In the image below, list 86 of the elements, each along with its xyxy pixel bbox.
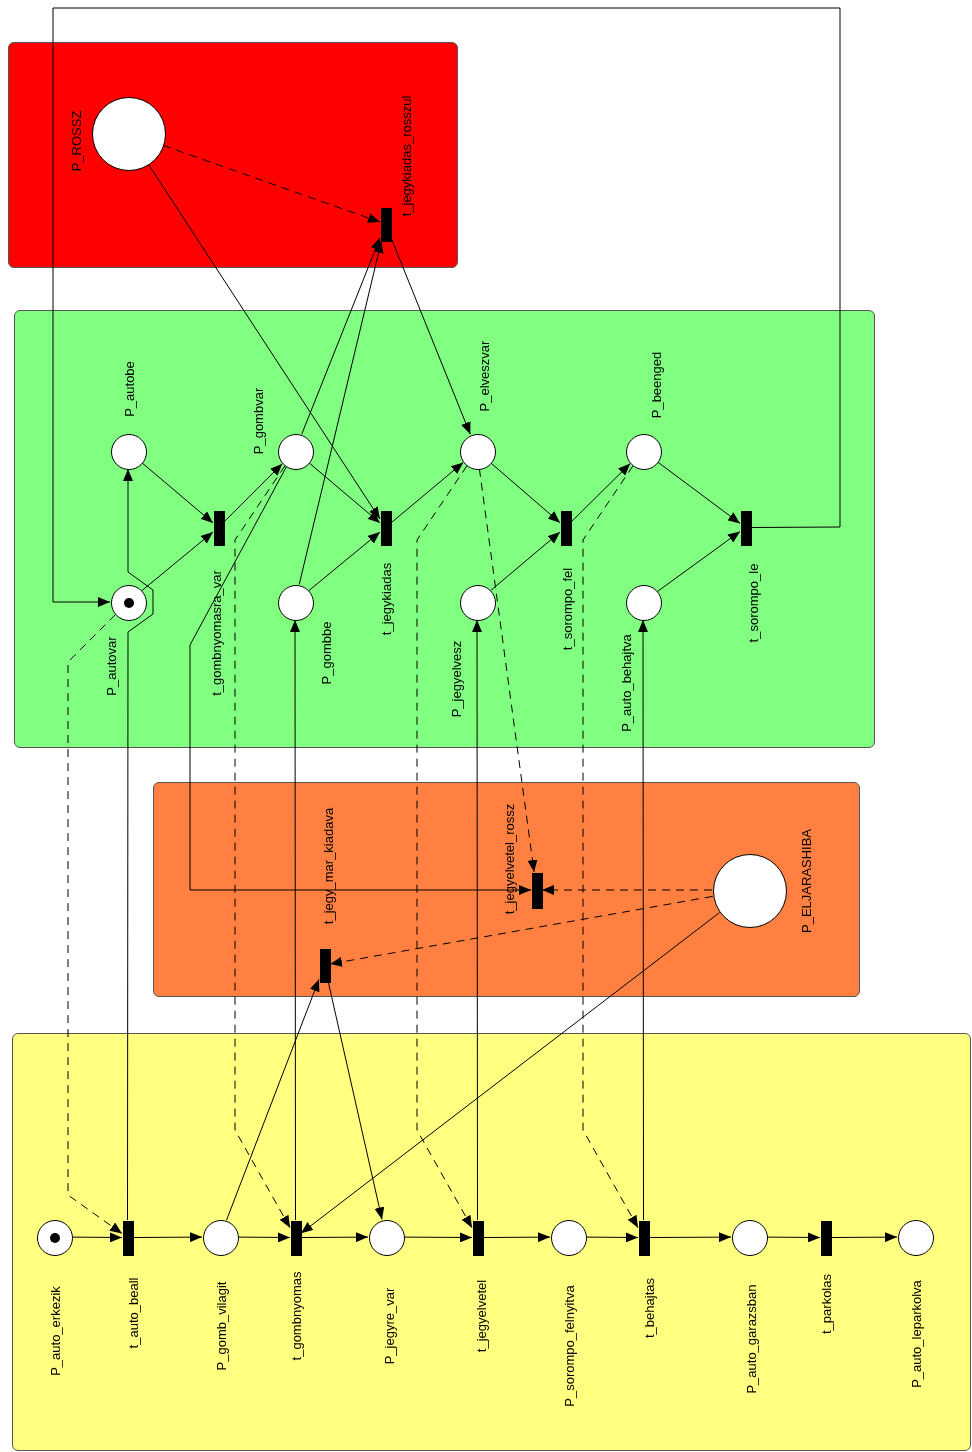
transition-label: t_gombnyomasra_var (209, 570, 223, 696)
arc-arrow (298, 240, 384, 585)
place-label: P_auto_erkezik (48, 1286, 62, 1376)
transition-label: t_auto_beall (126, 1277, 140, 1349)
transition-label: t_jegykiadas (379, 562, 393, 636)
place-label: P_ELJARASHIBA (799, 829, 813, 933)
place-label: P_gombbe (319, 621, 333, 685)
arc-arrow (123, 468, 154, 1221)
arc-arrow (300, 912, 721, 1234)
arc-arrow (657, 531, 741, 592)
arc-arrow (308, 462, 381, 524)
arc-arrow (141, 462, 214, 524)
arc-arrow (327, 981, 385, 1220)
arc-arrow (472, 619, 482, 1221)
place-label: P_auto_behajtva (619, 634, 633, 732)
group-panel (153, 782, 860, 997)
transition-bar (741, 511, 752, 546)
arc-arrow (308, 531, 381, 592)
place-label: P_elveszvar (477, 340, 491, 412)
arc-arrow (482, 1232, 551, 1243)
arc-arrow (290, 619, 300, 1221)
arc-arrow (162, 144, 381, 223)
transition-bar (821, 1221, 832, 1256)
arc-arrow (541, 885, 713, 895)
arc-arrow (52, 7, 841, 607)
arc-arrow (490, 531, 561, 591)
place-label: P_ROSSZ (69, 110, 83, 172)
group-panel (8, 42, 458, 268)
transition-bar (320, 949, 331, 983)
group-panel (14, 310, 875, 748)
place-label: P_gombvar (251, 387, 265, 455)
arc-arrow (234, 465, 291, 1229)
transition-label: t_behajtas (642, 1278, 656, 1338)
transition-label: t_jegyelvetel_rossz (502, 803, 516, 915)
arc-arrow (67, 614, 123, 1235)
arc-arrow (226, 978, 320, 1221)
place-label: P_auto_garazsban (744, 1284, 758, 1394)
arc-arrow (390, 462, 464, 524)
arc-arrow (656, 461, 741, 524)
arc-arrow (390, 237, 471, 435)
arc-arrow (329, 895, 714, 967)
place-label: P_auto_leparkolva (909, 1280, 923, 1388)
transition-bar (532, 873, 543, 909)
transition-bar (473, 1221, 484, 1256)
arc-arrow (237, 1232, 291, 1243)
transition-label: t_jegykiadas_rosszul (399, 95, 413, 217)
arc-arrow (301, 237, 381, 435)
transition-bar (381, 208, 392, 242)
transition-label: t_sorompo_le (746, 563, 760, 643)
transition-bar (214, 511, 225, 546)
transition-bar (291, 1221, 302, 1256)
arc-arrow (189, 466, 532, 895)
arc-arrow (490, 462, 561, 524)
group-panel (12, 1033, 971, 1451)
arc-arrow (416, 465, 473, 1229)
arc-arrow (132, 1232, 203, 1243)
transition-bar (381, 511, 392, 546)
arc-arrow (71, 1232, 123, 1243)
place-label: P_autovar (104, 636, 118, 696)
transition-label: t_parkolas (819, 1274, 833, 1334)
arc-arrow (403, 1232, 473, 1243)
place-label: P_jegyre_var (382, 1287, 396, 1365)
transition-label: t_jegyelvetel (474, 1279, 488, 1353)
arc-arrow (223, 463, 283, 523)
arc-arrow (300, 1232, 369, 1243)
arc-arrow (766, 1232, 821, 1243)
place-label: P_sorompo_felnyitva (562, 1285, 576, 1407)
arc-arrow (478, 468, 538, 873)
transition-label: t_sorompo_fel (560, 567, 574, 651)
arc-arrow (585, 1232, 639, 1243)
arc-arrow (638, 619, 648, 1221)
arc-arrow (648, 1232, 732, 1243)
transition-bar (639, 1221, 650, 1256)
arc-arrow (141, 531, 214, 592)
transition-bar (123, 1221, 134, 1256)
place-label: P_jegyelvesz (449, 640, 463, 718)
arc-arrow (830, 1232, 898, 1243)
arc-arrow (147, 163, 381, 520)
arc-arrow (582, 465, 639, 1229)
transition-bar (561, 511, 572, 546)
place-label: P_autobe (122, 361, 136, 417)
place-label: P_beenged (649, 351, 663, 419)
arc-arrow (570, 463, 631, 523)
place-label: P_gomb_vilagit (214, 1281, 228, 1371)
transition-label: t_jegy_mar_kiadava (321, 807, 335, 925)
transition-label: t_gombnyomas (289, 1271, 303, 1361)
